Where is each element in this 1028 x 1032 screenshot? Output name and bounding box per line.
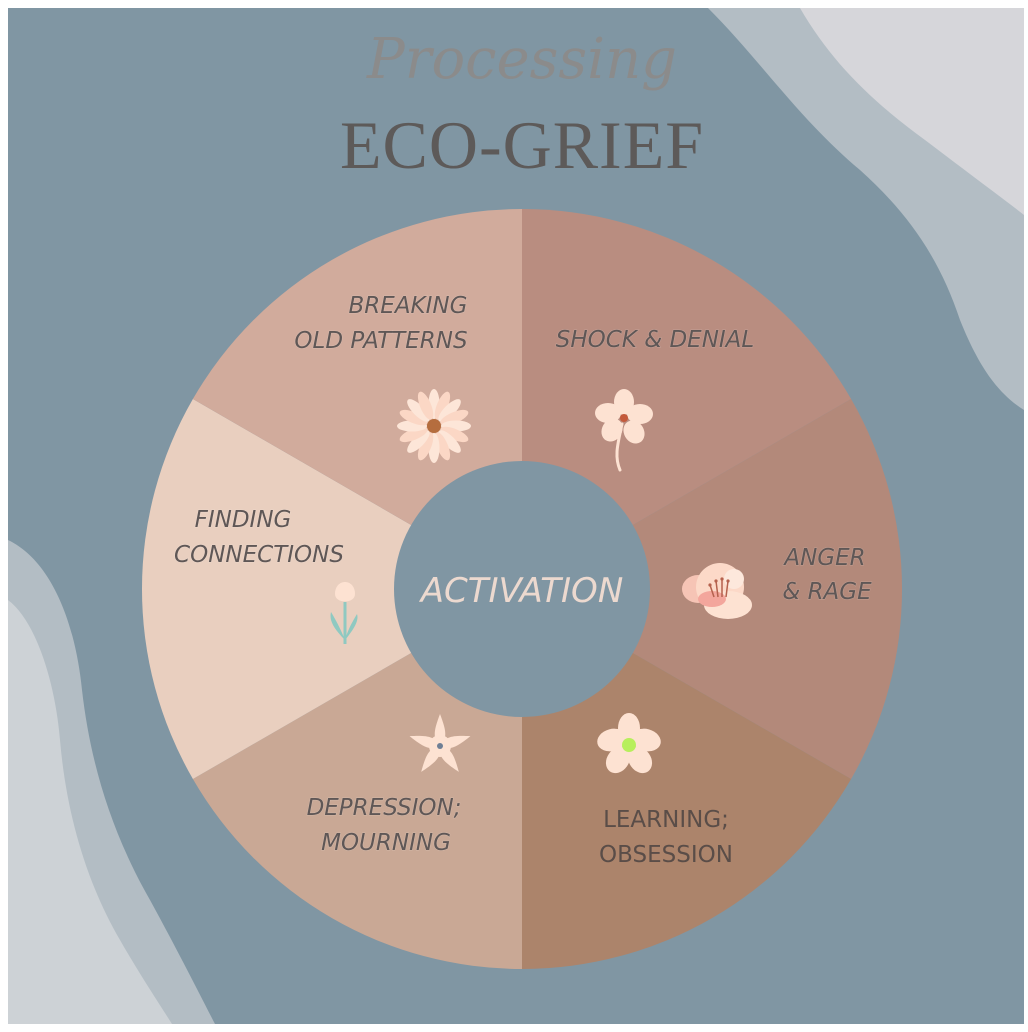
decorative-wave-top-right-inner	[800, 8, 1024, 215]
svg-text:DEPRESSION;: DEPRESSION;	[307, 795, 462, 821]
tulip-icon	[330, 582, 358, 644]
center-label-activation: ACTIVATION	[419, 571, 624, 611]
label-anger-rage: ANGER & RAGE	[782, 545, 873, 606]
peony-flower-icon	[682, 563, 752, 619]
label-breaking-old-patterns: BREAKING OLD PATTERNS	[294, 293, 468, 355]
title-processing: Processing	[366, 27, 677, 92]
title-eco-grief: ECO-GRIEF	[340, 107, 704, 183]
daisy-icon	[397, 389, 471, 463]
svg-text:SHOCK & DENIAL: SHOCK & DENIAL	[556, 327, 754, 353]
svg-text:BREAKING: BREAKING	[349, 293, 468, 319]
svg-text:OLD PATTERNS: OLD PATTERNS	[294, 328, 467, 354]
label-finding-connections: FINDING CONNECTIONS	[174, 507, 345, 569]
label-shock-denial: SHOCK & DENIAL	[555, 327, 754, 354]
svg-text:LEARNING;: LEARNING;	[603, 807, 729, 833]
segment-finding	[141, 399, 523, 779]
five-petal-flower-with-stem-icon	[595, 389, 653, 472]
svg-text:OBSESSION: OBSESSION	[599, 842, 733, 868]
svg-text:ANGER: ANGER	[782, 545, 865, 571]
decorative-wave-bottom-left-inner	[8, 600, 172, 1024]
svg-text:FINDING: FINDING	[195, 507, 292, 533]
green-center-flower-icon	[597, 713, 661, 774]
label-learning-obsession: LEARNING; OBSESSION	[599, 807, 733, 868]
star-flower-icon	[409, 714, 471, 772]
svg-text:& RAGE: & RAGE	[782, 579, 872, 605]
center-circle	[394, 461, 650, 717]
label-depression-mourning: DEPRESSION; MOURNING	[306, 795, 462, 857]
svg-text:MOURNING: MOURNING	[321, 830, 451, 856]
svg-text:CONNECTIONS: CONNECTIONS	[174, 542, 344, 568]
